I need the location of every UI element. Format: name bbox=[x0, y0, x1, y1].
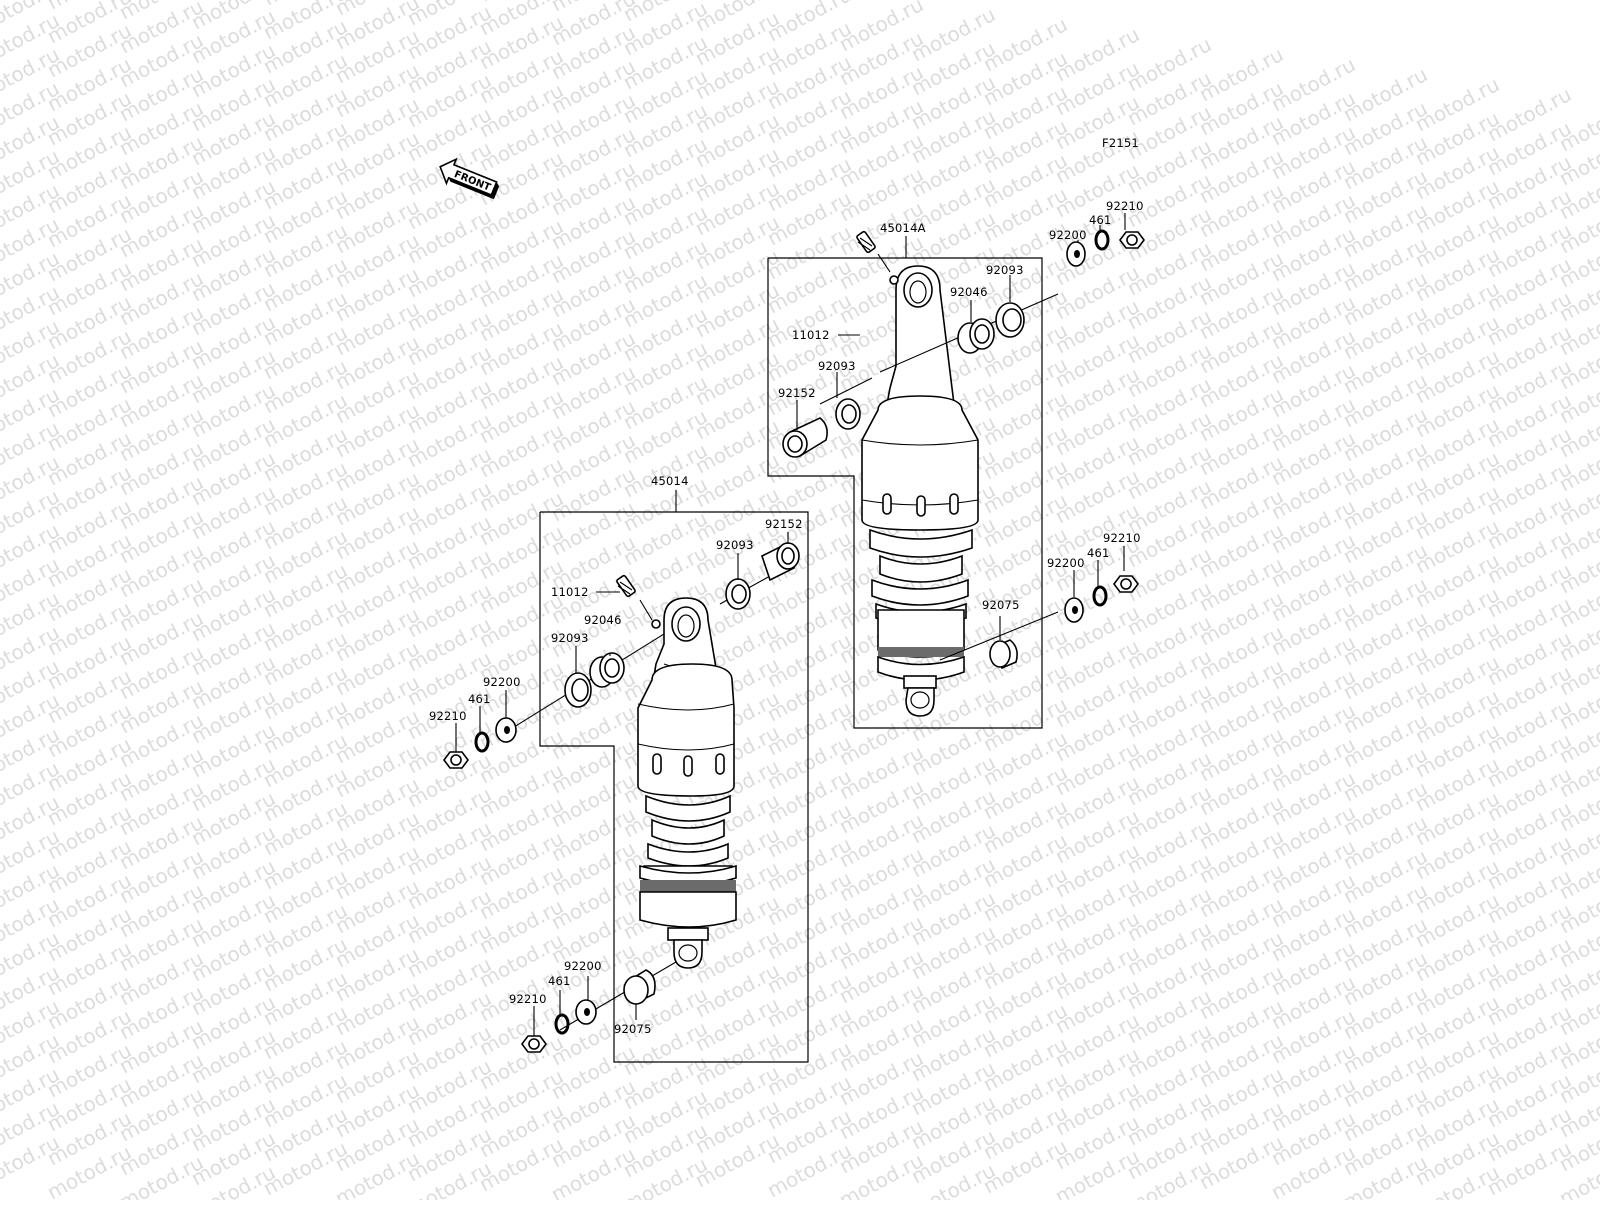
part-label: 92152 bbox=[778, 386, 816, 400]
part-label: 92200 bbox=[1047, 556, 1085, 570]
oil-seal-icon bbox=[836, 399, 860, 429]
assembly-label-45014A: 45014A bbox=[880, 221, 926, 235]
diagram-code: F2151 bbox=[1102, 136, 1139, 150]
part-label: 92210 bbox=[1103, 531, 1141, 545]
part-label: 92046 bbox=[950, 285, 988, 299]
part-label: 461 bbox=[468, 692, 491, 706]
part-label: 461 bbox=[548, 974, 571, 988]
washer-icon bbox=[576, 1000, 596, 1024]
part-label: 92093 bbox=[716, 538, 754, 552]
oil-seal-icon bbox=[565, 673, 591, 707]
part-label: 92200 bbox=[564, 959, 602, 973]
part-label: 92210 bbox=[429, 709, 467, 723]
nut-icon bbox=[1114, 576, 1138, 592]
nut-icon bbox=[444, 752, 468, 768]
part-label: 461 bbox=[1087, 546, 1110, 560]
part-label: 92210 bbox=[1106, 199, 1144, 213]
part-label: 461 bbox=[1089, 213, 1112, 227]
part-label: 11012 bbox=[551, 585, 589, 599]
part-label: 92200 bbox=[483, 675, 521, 689]
assembly-label-45014: 45014 bbox=[651, 474, 689, 488]
oil-seal-icon bbox=[996, 303, 1024, 337]
part-label: 11012 bbox=[792, 328, 830, 342]
part-label: 92210 bbox=[509, 992, 547, 1006]
nut-icon bbox=[1120, 232, 1144, 248]
nut-icon bbox=[522, 1036, 546, 1052]
washer-icon bbox=[496, 718, 516, 742]
washer-icon bbox=[1067, 242, 1085, 266]
part-label: 92075 bbox=[614, 1022, 652, 1036]
washer-icon bbox=[1065, 598, 1083, 622]
lower-bushing-icon bbox=[990, 640, 1017, 668]
part-label: 92200 bbox=[1049, 228, 1087, 242]
part-label: 92093 bbox=[551, 631, 589, 645]
oil-seal-icon bbox=[726, 579, 750, 609]
part-label: 92152 bbox=[765, 517, 803, 531]
part-label: 92075 bbox=[982, 598, 1020, 612]
part-label: 92093 bbox=[818, 359, 856, 373]
part-label: 92093 bbox=[986, 263, 1024, 277]
part-label: 92046 bbox=[584, 613, 622, 627]
